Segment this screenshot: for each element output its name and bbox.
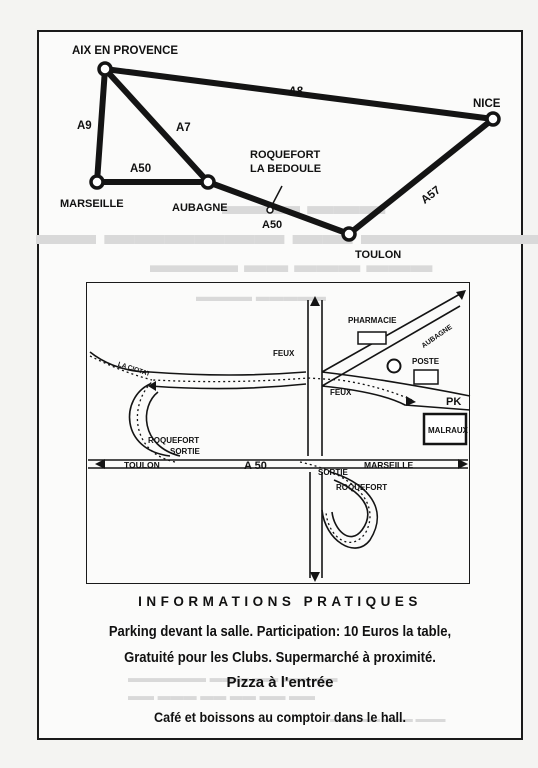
ghost-text: ▬▬▬▬▬ ▬▬▬ ▬▬▬ <box>330 714 446 725</box>
road-a8 <box>102 66 496 122</box>
label-malraux: MALRAUX <box>428 426 469 435</box>
info-line-clubs: Gratuité pour les Clubs. Supermarché à p… <box>124 650 436 666</box>
road-a50-east <box>205 179 352 237</box>
label-feux-1: FEUX <box>273 349 295 358</box>
city-dot-aix <box>97 61 113 77</box>
label-nice: NICE <box>473 98 501 110</box>
road-aubagne-b <box>321 305 461 387</box>
flyer-frame <box>37 30 523 740</box>
label-poste: POSTE <box>412 357 440 366</box>
label-aubagne-local: AUBAGNE <box>421 324 454 350</box>
roquefort-dot <box>266 206 274 214</box>
exit-loop-right-inner <box>331 479 369 538</box>
label-marseille-local: MARSEILLE <box>364 460 413 470</box>
label-roquefort: ROQUEFORT <box>250 149 321 161</box>
label-a50-bottom: A50 <box>262 219 282 231</box>
label-a8: A8 <box>287 86 303 98</box>
road-a57 <box>346 116 496 237</box>
road-malraux-a <box>321 385 471 411</box>
label-sortie-left: SORTIE <box>170 447 200 456</box>
city-dot-nice <box>485 111 501 127</box>
label-aubagne: AUBAGNE <box>172 202 228 214</box>
label-la-bedoule: LA BEDOULE <box>250 163 321 175</box>
roquefort-pointer <box>269 185 283 210</box>
label-a50-top: A50 <box>130 163 151 175</box>
building-poste <box>413 369 439 385</box>
exit-loop-right-outer <box>321 471 378 549</box>
arrowheads <box>95 290 468 582</box>
ghost-text: ▬▬ ▬▬▬ ▬▬ ▬▬ ▬▬ ▬▬ <box>128 688 316 703</box>
road-malraux-b <box>321 371 471 397</box>
dotted-route <box>89 355 413 544</box>
info-title: INFORMATIONS PRATIQUES <box>138 594 422 609</box>
label-pk: PK <box>446 396 461 408</box>
label-pharmacie: PHARMACIE <box>348 316 397 325</box>
label-a50-local: A 50 <box>244 460 267 472</box>
exit-loop-left-inner <box>145 391 181 457</box>
road-aubagne-a <box>321 293 461 373</box>
city-dot-toulon <box>341 226 357 242</box>
city-dot-aubagne <box>200 174 216 190</box>
city-dot-marseille <box>89 174 105 190</box>
road-a7 <box>102 66 211 185</box>
ghost-text: ▬▬▬▬ ▬▬ ▬▬▬ ▬▬▬ <box>150 252 433 277</box>
label-feux-2: FEUX <box>330 388 352 397</box>
ghost-text: ▬▬▬▬▬▬ ▬▬▬ ▬▬ ▬▬ ▬▬ <box>128 670 338 685</box>
info-line-pizza: Pizza à l'entrée <box>226 674 334 691</box>
label-a7: A7 <box>176 122 191 134</box>
building-malraux <box>422 412 468 446</box>
label-roquefort-right: ROQUEFORT <box>336 483 387 492</box>
region-map <box>94 66 496 237</box>
label-sortie-right: SORTIE <box>318 468 348 477</box>
label-roquefort-left: ROQUEFORT <box>148 436 199 445</box>
label-la-ciotat: LA CIOTAT <box>117 361 151 378</box>
road-a9 <box>94 66 108 185</box>
local-map <box>88 293 471 578</box>
road-la-ciotat-west <box>89 351 151 373</box>
info-line-parking: Parking devant la salle. Participation: … <box>108 624 452 640</box>
road-ciotat-main-top <box>149 371 307 376</box>
local-map-frame <box>86 282 470 584</box>
info-line-cafe: Café et boissons au comptoir dans le hal… <box>153 709 407 725</box>
ghost-text: ▬▬ ▬▬▬▬▬▬ ▬▬ ▬▬▬▬▬▬ <box>36 218 538 251</box>
building-pharmacie <box>357 331 387 345</box>
label-a57: A57 <box>419 184 443 206</box>
region-cities <box>89 61 501 242</box>
road-ciotat-main-bottom <box>149 383 307 390</box>
label-toulon-local: TOULON <box>124 460 160 470</box>
label-aix: AIX EN PROVENCE <box>72 45 178 57</box>
ghost-text: ▬▬▬▬ ▬▬▬▬▬ <box>196 288 326 304</box>
roundabout <box>386 358 402 374</box>
label-marseille: MARSEILLE <box>60 198 124 210</box>
label-a9: A9 <box>77 120 92 132</box>
label-toulon: TOULON <box>355 249 401 261</box>
exit-loop-left-outer <box>128 383 171 457</box>
